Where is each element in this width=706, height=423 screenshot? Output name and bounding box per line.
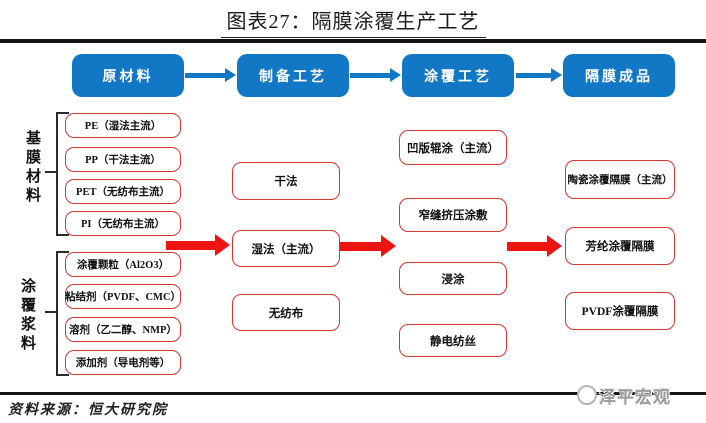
item-solvent: 溶剂（乙二醇、NMP） [65, 317, 181, 342]
coating-dip: 浸涂 [399, 262, 507, 295]
figure-title: 图表27：隔膜涂覆生产工艺 [220, 5, 486, 38]
bracket-tick-base-film [45, 171, 56, 173]
item-pp: PP（干法主流） [65, 147, 181, 172]
product-ceramic-coated: 陶瓷涂覆隔膜（主流） [565, 160, 675, 199]
stage-coating-process: 涂覆工艺 [402, 54, 514, 97]
blue-arrow-icon-1 [185, 68, 236, 82]
product-aramid-coated: 芳纶涂覆隔膜 [565, 227, 675, 265]
blue-arrow-icon-2 [350, 68, 401, 82]
stage-finished-film: 隔膜成品 [563, 54, 675, 97]
stage-raw-materials: 原材料 [72, 54, 184, 97]
red-arrow-icon-materials-to-wet [166, 234, 230, 256]
top-rule [0, 39, 706, 43]
group-label-coating-slurry: 涂覆浆料 [19, 278, 35, 354]
red-arrow-icon-coating-to-product [507, 235, 562, 257]
bottom-rule [0, 392, 706, 395]
item-pi: PI（无纺布主流） [65, 211, 181, 236]
item-coating-particles: 涂覆颗粒（Al2O3） [65, 252, 181, 277]
method-nonwoven: 无纺布 [232, 294, 340, 331]
item-binder: 粘结剂（PVDF、CMC） [65, 284, 181, 309]
brand-wordmark: 泽平宏观 [599, 388, 671, 407]
item-pet: PET（无纺布主流） [65, 179, 181, 204]
item-pe: PE（湿法主流） [65, 113, 181, 138]
figure-title-row: 图表27：隔膜涂覆生产工艺 [0, 5, 706, 38]
brand-logo-icon [577, 385, 597, 405]
bracket-base-film [56, 112, 69, 236]
item-additives: 添加剂（导电剂等） [65, 350, 181, 375]
product-pvdf-coated: PVDF涂覆隔膜 [565, 292, 675, 330]
blue-arrow-icon-3 [516, 68, 562, 82]
method-dry-process: 干法 [232, 162, 340, 200]
stage-preparation: 制备工艺 [237, 54, 349, 97]
group-label-base-film: 基膜材料 [24, 130, 40, 206]
coating-electrospinning: 静电纺丝 [399, 324, 507, 357]
method-wet-process: 湿法（主流） [232, 230, 340, 267]
bracket-tick-coating-slurry [45, 311, 56, 313]
coating-slot-extrusion: 窄缝挤压涂敷 [399, 198, 507, 232]
red-arrow-icon-wet-to-coating [340, 235, 396, 257]
coating-gravure-roll: 凹版辊涂（主流） [399, 130, 507, 165]
source-note: 资料来源：恒大研究院 [8, 403, 168, 418]
bracket-coating-slurry [56, 251, 69, 376]
